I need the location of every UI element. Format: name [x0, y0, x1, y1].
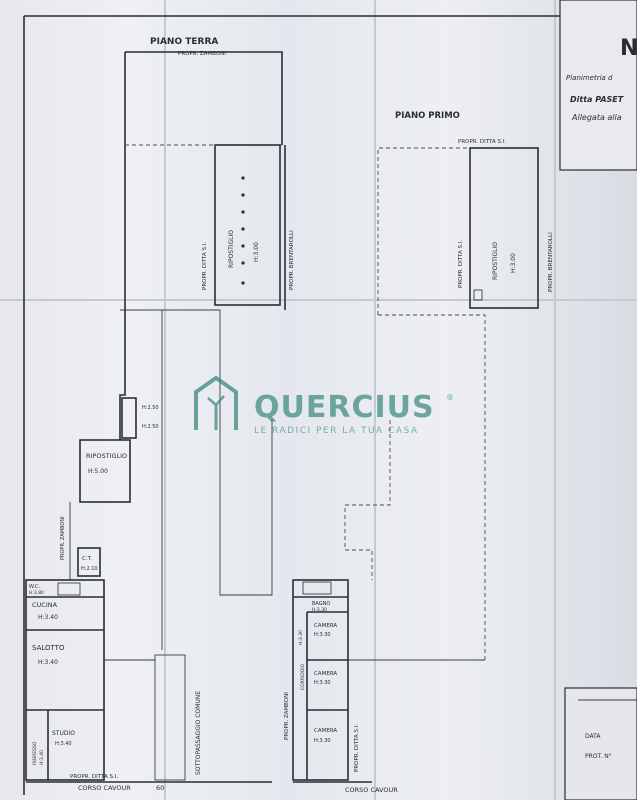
first-dashed-outline [377, 147, 540, 315]
watermark-registered: ® [446, 393, 454, 402]
first-camera2-label: CAMERA [314, 671, 337, 677]
first-prop-zamboni: PROPR. ZAMBONI [284, 692, 290, 740]
ground-sottopassaggio-label: SOTTOPASSAGGIO COMUNE [195, 691, 202, 775]
ripostiglio-dots [241, 176, 245, 285]
first-prop-ditta-left: PROPR. DITTA S.I. [458, 240, 464, 288]
ground-floor-title: PIANO TERRA [150, 37, 218, 47]
ground-ripostiglio-front [79, 439, 131, 503]
ground-ingresso-height: H:3.40 [39, 750, 45, 765]
ground-house-block [25, 579, 105, 781]
first-house-block [292, 579, 349, 781]
first-bagno-height: H:3.30 [312, 607, 327, 613]
first-stair-symbol [473, 289, 483, 301]
ground-studio-label: STUDIO [52, 730, 75, 737]
first-camera3-height: H:3.30 [314, 738, 331, 744]
ground-wc-label: W.C. [29, 584, 40, 590]
ground-ct-room [77, 547, 101, 577]
ground-passage-outline [120, 309, 273, 596]
ground-ct-height: H:2.10 [81, 566, 98, 572]
watermark-tagline: LE RADICI PER LA TUA CASA [254, 426, 419, 436]
ground-salotto-label: SALOTTO [32, 644, 65, 652]
ground-prop-zamboni-side: PROPR. ZAMBONI [60, 516, 66, 560]
ground-prop-ditta-bottom: PROPR. DITTA S.I. [70, 774, 118, 780]
title-glyph: N [620, 36, 637, 61]
first-corridoio-label: CORRIDOIO [300, 663, 306, 690]
first-ripostiglio [469, 147, 539, 309]
ground-wc-block [121, 397, 137, 439]
ground-prop-zamboni-top: PROPR. ZAMBONI [178, 51, 226, 57]
first-ripostiglio-height: H:3.00 [510, 253, 517, 273]
ground-ct-label: C.T. [82, 556, 92, 562]
first-bagno-label: BAGNO [312, 601, 330, 607]
ground-civic-number: 60 [156, 784, 164, 792]
first-ripostiglio-label: RIPOSTIGLIO [492, 242, 499, 280]
ground-prop-ditta-left: PROPR. DITTA S.I. [202, 242, 208, 290]
ground-stair-symbol [57, 582, 81, 596]
ground-ripostiglio-label: RIPOSTIGLIO [228, 230, 235, 268]
first-prop-ditta-top: PROPR. DITTA S.I. [458, 139, 506, 145]
first-floor-title: PIANO PRIMO [395, 111, 460, 121]
ground-ingresso-label: INGRESSO [32, 741, 38, 765]
ground-sottopassaggio [154, 654, 186, 781]
first-stair-symbol [302, 581, 332, 595]
first-camera3-label: CAMERA [314, 728, 337, 734]
footer-data-label: DATA [585, 733, 601, 740]
ground-corso-cavour: CORSO CAVOUR [78, 784, 131, 792]
ground-salotto-height: H:3.40 [38, 659, 58, 666]
title-line-3: Allegata alla [571, 113, 622, 122]
title-line-1: Planimetria d [566, 74, 613, 82]
ground-ripostiglio-rear [214, 144, 281, 306]
first-side-height: H:3.30 [298, 630, 304, 645]
title-line-2: Ditta PASET [570, 95, 624, 104]
courtyard-outline [125, 51, 283, 145]
ground-ripostiglio2-height: H:5.00 [88, 468, 108, 475]
title-block [559, 0, 637, 171]
ground-passage-wall [119, 310, 126, 440]
ground-studio-height: H:3.40 [55, 741, 72, 747]
ground-prop-brentarolli: PROPR. BRENTAROLLI [289, 230, 295, 290]
quercius-logo-icon [194, 375, 238, 430]
ground-ripostiglio-height: H:3.00 [253, 242, 260, 262]
ground-wc-h1: H:2.50 [142, 405, 159, 411]
ground-cucina-label: CUCINA [32, 601, 58, 609]
ground-wc-height: H:3.80 [29, 590, 44, 596]
ground-wc-h2: H:2.50 [142, 424, 159, 430]
footer-block [564, 687, 637, 800]
first-prop-brentarolli: PROPR. BRENTAROLLI [548, 232, 554, 292]
first-camera1-height: H:3.30 [314, 632, 331, 638]
first-corso-cavour: CORSO CAVOUR [345, 786, 398, 794]
footer-prot-label: PROT. N° [585, 753, 612, 760]
first-camera2-height: H:3.30 [314, 680, 331, 686]
watermark-brand: QUERCIUS [254, 390, 435, 425]
ground-cucina-height: H:3.40 [38, 614, 58, 621]
first-dashed-outline [344, 420, 391, 580]
first-prop-ditta-right: PROPR. DITTA S.I. [354, 724, 360, 772]
first-dashed-outline [378, 314, 486, 661]
ground-ripostiglio2-label: RIPOSTIGLIO [86, 452, 127, 460]
first-camera1-label: CAMERA [314, 623, 337, 629]
